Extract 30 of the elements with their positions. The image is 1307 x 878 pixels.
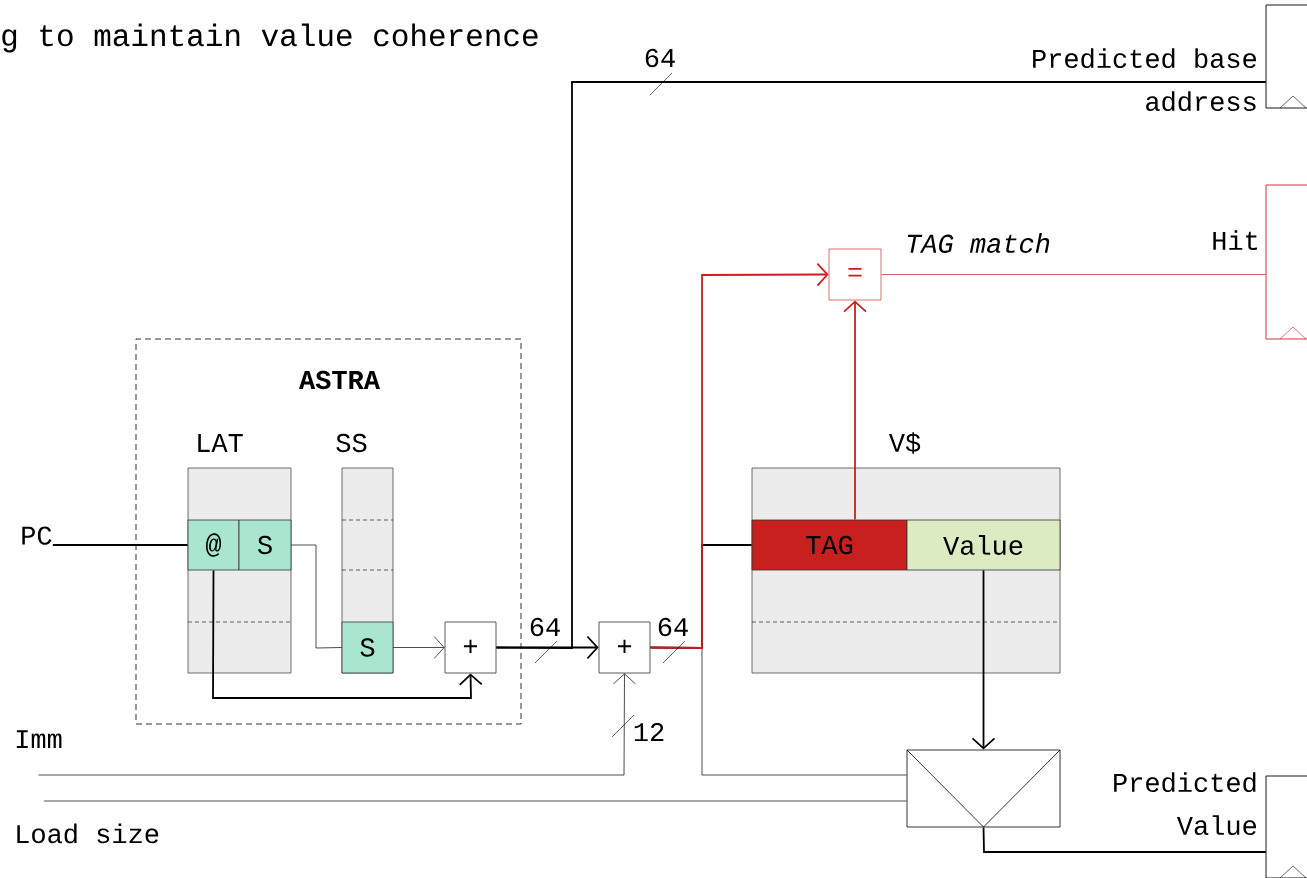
arrow	[971, 569, 996, 750]
signal-label: Hit	[1213, 230, 1257, 250]
node-label: SS	[336, 433, 367, 453]
node-label: V$	[888, 432, 921, 454]
node-label: TAG match	[907, 233, 1050, 253]
signal-label: Load size	[17, 823, 159, 844]
comparator-box: = TAG match	[828, 233, 1050, 301]
table-cell: Value	[906, 519, 1061, 571]
table-cell: TAG	[751, 519, 908, 571]
arrow	[38, 673, 636, 776]
signal-label: Predicted Value	[1114, 772, 1257, 836]
title: g to maintain value coherence	[2, 23, 538, 53]
signal-label: PC	[22, 526, 52, 545]
arrow	[393, 636, 445, 659]
edge-label: 12	[631, 722, 667, 743]
table-cell: S	[341, 621, 394, 674]
edge-label: 64	[655, 616, 691, 638]
node-label: LAT	[198, 434, 243, 452]
edge-label: 64	[642, 47, 678, 69]
arrow	[649, 262, 829, 649]
arrow	[212, 569, 483, 699]
table-cell: S	[238, 519, 292, 571]
edge-label: 64	[527, 616, 563, 638]
signal-label: Imm	[16, 730, 62, 748]
adder-box: +	[444, 621, 497, 674]
adder-box: +	[598, 621, 651, 674]
table-cell: @	[187, 519, 240, 571]
signal-label: Predicted base address	[1033, 48, 1256, 112]
multiplexer-drawing	[906, 749, 1061, 828]
arrow	[843, 300, 867, 521]
